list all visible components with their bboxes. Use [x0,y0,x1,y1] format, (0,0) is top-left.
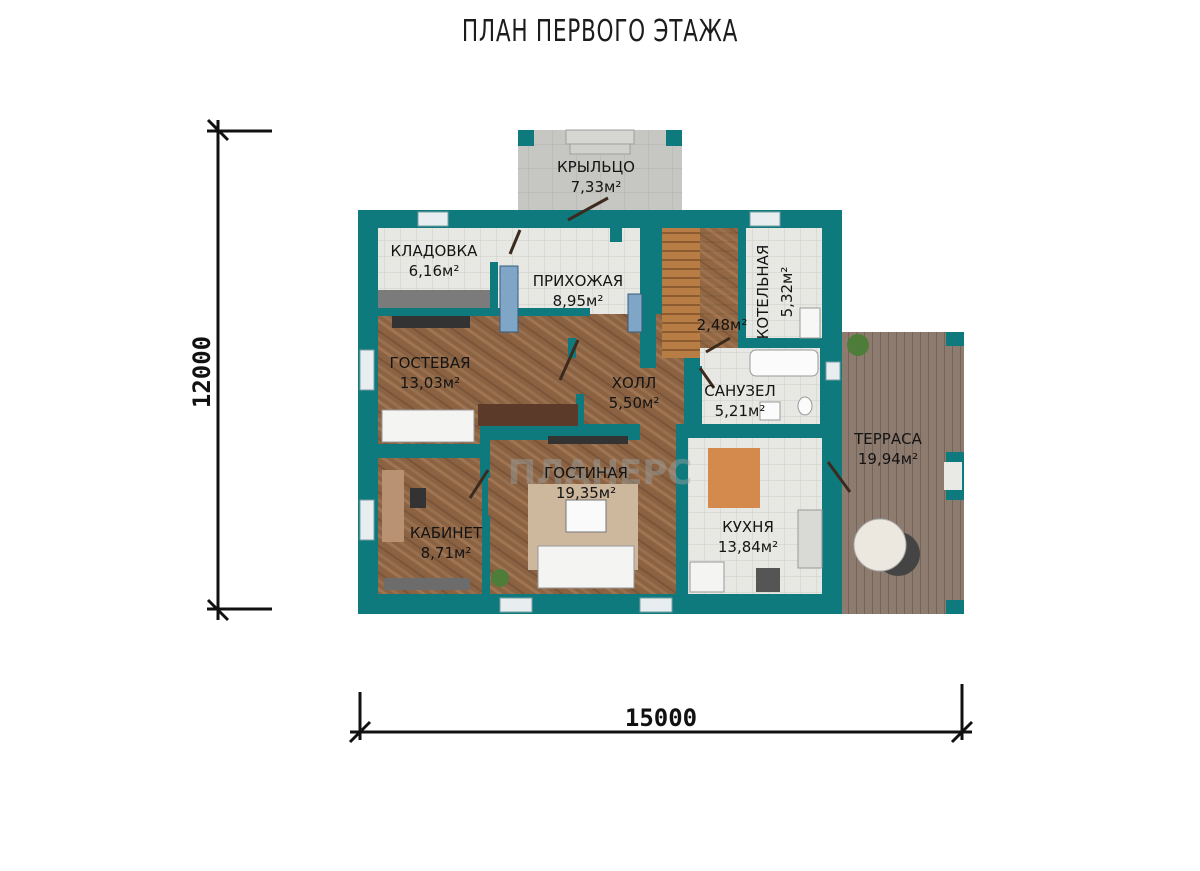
room-terrace-area: 19,94м² [858,450,918,468]
dimension-height-label: 12000 [188,336,216,408]
room-terrace-name: ТЕРРАСА [853,430,922,448]
room-boiler-area: 5,32м² [778,267,796,318]
room-storage-name: КЛАДОВКА [391,242,479,260]
room-bathroom-area: 5,21м² [715,402,766,420]
room-office-area: 8,71м² [421,544,472,562]
room-guest-area: 13,03м² [400,374,460,392]
room-living-area: 19,35м² [556,484,616,502]
watermark-text: ПЛАНЕРС [508,453,693,493]
room-porch-area: 7,33м² [571,178,622,196]
doors [468,196,852,499]
room-hallway-area: 8,95м² [553,292,604,310]
room-living-name: ГОСТИНАЯ [544,464,628,482]
room-hallway-name: ПРИХОЖАЯ [533,272,623,290]
furniture [381,265,920,593]
room-bathroom-name: САНУЗЕЛ [704,382,776,400]
porch-area [518,129,682,225]
room-porch-name: КРЫЛЬЦО [557,158,635,176]
dimension-horizontal: 15000 [348,684,974,744]
room-storage-area: 6,16м² [409,262,460,280]
room-guest-name: ГОСТЕВАЯ [389,354,470,372]
room-hall-name: ХОЛЛ [612,374,657,392]
room-kitchen-name: КУХНЯ [722,518,774,536]
dimension-vertical: 12000 [188,118,272,622]
windows [359,211,841,613]
room-office-name: КАБИНЕТ [410,524,483,542]
room-kitchen-area: 13,84м² [718,538,778,556]
interior-walls [378,218,842,594]
dimension-width-label: 15000 [625,704,697,732]
plan-title: ПЛАН ПЕРВОГО ЭТАЖА [461,14,739,49]
room-boiler-name: КОТЕЛЬНАЯ [754,245,772,340]
room-hall-area: 5,50м² [609,394,660,412]
terrace-area [842,332,964,614]
room-stairs-area: 2,48м² [697,316,748,334]
